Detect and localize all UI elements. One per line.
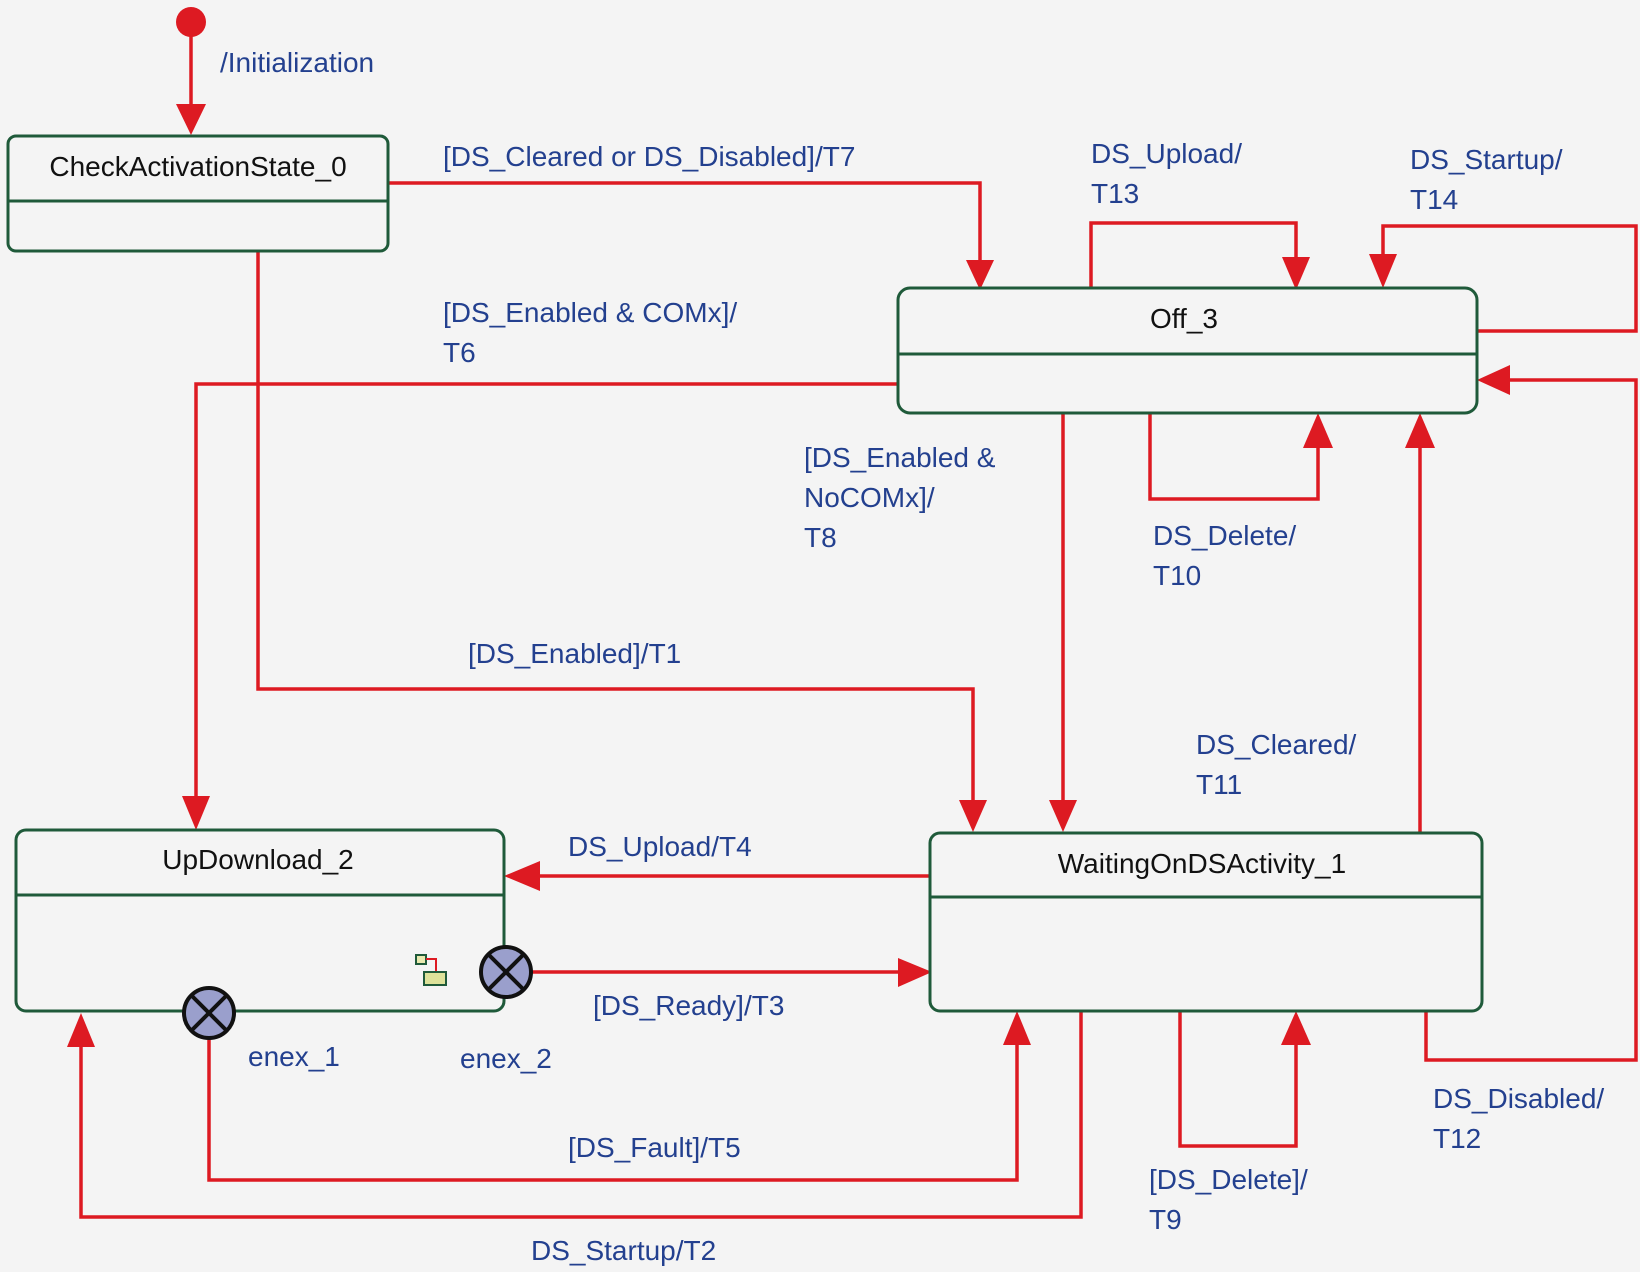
label-t13-line1: DS_Upload/	[1091, 138, 1242, 169]
transition-t6[interactable]	[182, 382, 898, 830]
transition-t12[interactable]	[1424, 365, 1638, 1062]
initial-label: /Initialization	[220, 47, 374, 78]
transition-t9[interactable]	[1178, 1011, 1311, 1148]
enex-1-point[interactable]	[182, 986, 236, 1040]
transitions	[67, 7, 1638, 1219]
state-check-activation[interactable]: CheckActivationState_0	[6, 134, 390, 253]
transition-t5[interactable]	[207, 1011, 1031, 1182]
transition-t4[interactable]	[504, 861, 930, 891]
label-t7: [DS_Cleared or DS_Disabled]/T7	[443, 141, 855, 172]
state-name: CheckActivationState_0	[49, 151, 346, 182]
label-t13-line2: T13	[1091, 178, 1139, 209]
label-t8-line3: T8	[804, 522, 837, 553]
label-t6-line1: [DS_Enabled & COMx]/	[443, 297, 737, 328]
label-t6-line2: T6	[443, 337, 476, 368]
state-name: UpDownload_2	[162, 844, 353, 875]
transition-t10[interactable]	[1148, 413, 1333, 501]
state-name: WaitingOnDSActivity_1	[1058, 848, 1346, 879]
state-off[interactable]: Off_3	[896, 286, 1479, 415]
label-enex-2: enex_2	[460, 1043, 552, 1074]
state-waiting[interactable]: WaitingOnDSActivity_1	[928, 831, 1484, 1013]
initial-state-dot[interactable]	[176, 7, 206, 37]
transition-t8[interactable]	[1049, 413, 1077, 832]
state-updownload[interactable]: UpDownload_2	[14, 828, 506, 1013]
label-t10-line2: T10	[1153, 560, 1201, 591]
label-t12-line2: T12	[1433, 1123, 1481, 1154]
transition-t13[interactable]	[1089, 221, 1310, 290]
label-t14-line1: DS_Startup/	[1410, 144, 1563, 175]
label-t8-line1: [DS_Enabled &	[804, 442, 996, 473]
label-t9-line1: [DS_Delete]/	[1149, 1164, 1308, 1195]
label-t9-line2: T9	[1149, 1204, 1182, 1235]
transition-t11[interactable]	[1405, 413, 1435, 833]
enex-2-point[interactable]	[479, 945, 533, 999]
transition-t3[interactable]	[532, 958, 932, 987]
label-t12-line1: DS_Disabled/	[1433, 1083, 1604, 1114]
submachine-icon	[415, 954, 447, 986]
transition-initial[interactable]	[176, 7, 206, 135]
transition-t7[interactable]	[388, 181, 994, 290]
label-t11-line2: T11	[1196, 769, 1242, 800]
state-name: Off_3	[1150, 303, 1218, 334]
label-t14-line2: T14	[1410, 184, 1458, 215]
label-t4: DS_Upload/T4	[568, 831, 752, 862]
label-enex-1: enex_1	[248, 1041, 340, 1072]
transition-t14[interactable]	[1369, 224, 1638, 333]
transition-t2[interactable]	[67, 1011, 1083, 1219]
label-t2: DS_Startup/T2	[531, 1235, 716, 1266]
transition-t1[interactable]	[256, 251, 987, 832]
label-t10-line1: DS_Delete/	[1153, 520, 1296, 551]
label-t1: [DS_Enabled]/T1	[468, 638, 681, 669]
labels: /Initialization [DS_Cleared or DS_Disabl…	[220, 47, 1604, 1266]
label-t5: [DS_Fault]/T5	[568, 1132, 741, 1163]
label-t8-line2: NoCOMx]/	[804, 482, 935, 513]
label-t3: [DS_Ready]/T3	[593, 990, 784, 1021]
label-t11-line1: DS_Cleared/	[1196, 729, 1357, 760]
